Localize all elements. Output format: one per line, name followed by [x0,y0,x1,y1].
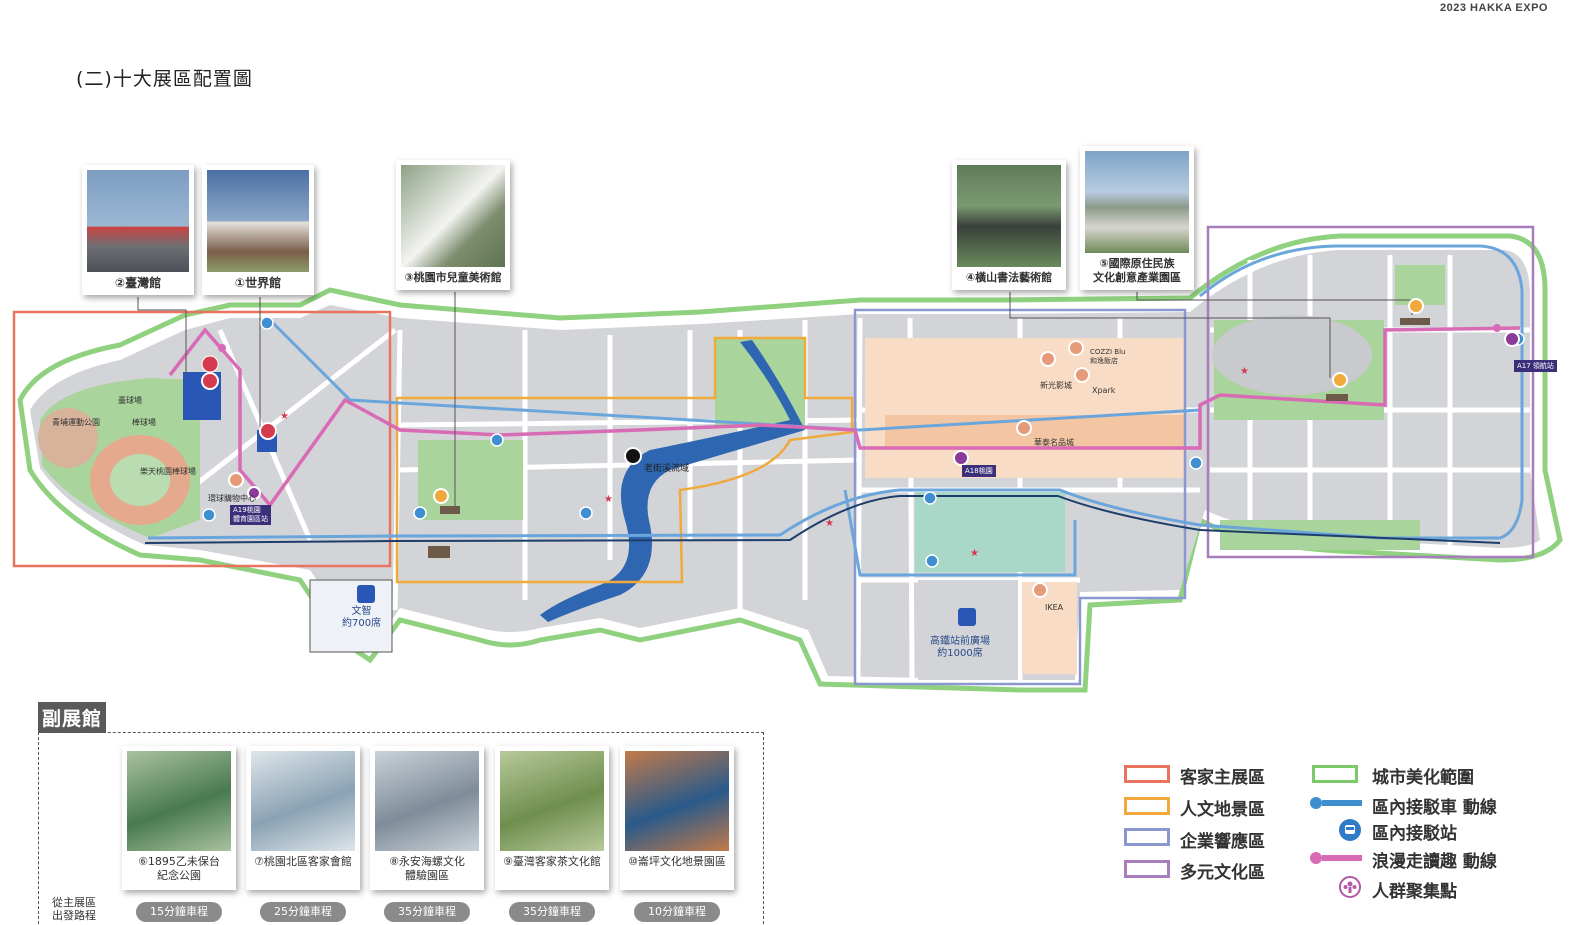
depart-label: 從主展區 出發路程 [52,896,96,922]
travel-time-9: 35分鐘車程 [509,902,595,922]
legend-label-shuttle: 區內接駁車 動線 [1372,798,1497,818]
sports-park-label: 青埔運動公園 [52,418,100,427]
zone-hakka-main [12,310,392,568]
bus-station-icon [1339,819,1361,841]
hsr-parking-label: 高鐵站前廣場 約1000席 [930,636,990,659]
page-title: (二)十大展區配置圖 [76,68,253,90]
sub-card-9: ⑨臺灣客家茶文化館 [495,746,609,890]
youth-center-label: 環球購物中心 [208,494,256,503]
shuttle-route [147,244,1524,577]
crowd-gathering-icon [1339,876,1361,898]
ikea-label: IKEA [1045,603,1064,612]
legend-swatch-humanity [1124,797,1170,815]
sub-card-10-caption: ⑩崙坪文化地景園區 [628,855,726,868]
brand-label: 2023 HAKKA EXPO [1440,2,1548,14]
legend-romantic-line-icon [1310,852,1362,864]
legend-label-enterprise: 企業響應區 [1180,832,1265,852]
sub-card-10: ⑩崙坪文化地景園區 [620,746,734,890]
old-street-river-label: 老街溪流域 [644,464,690,474]
hsr-plaza [915,492,1065,572]
legend-swatch-hakka-main [1124,765,1170,783]
svg-text:★: ★ [970,548,979,559]
cozzi-label: COZZI Blu 和逸飯店 [1090,348,1126,365]
indigenous-park-image [1085,151,1189,253]
romantic-dots [218,324,1501,352]
legend-swatch-diverse [1124,860,1170,878]
park-block [418,440,523,520]
parking-hsr-icon [958,608,976,626]
parking-wenzhi [309,579,393,653]
photo-card-childrens-art-museum: ③桃園市兒童美術館 [396,160,510,290]
xpark-label: Xpark [1092,386,1116,395]
sports-field [38,408,98,468]
svg-text:★: ★ [825,518,834,529]
parking-wenzhi-icon [357,585,375,603]
ballpark-label: 樂天桃園棒球場 [140,467,196,476]
travel-time-7: 25分鐘車程 [260,902,346,922]
svg-text:★: ★ [604,494,613,505]
a19-station-label: A19桃園 體育園區站 [230,505,271,525]
sub-card-7-image [251,751,355,851]
sub-exhibition-box [38,732,764,924]
legend-label-hakka-main: 客家主展區 [1180,768,1265,788]
legend-label-diverse: 多元文化區 [1180,863,1265,883]
svg-text:★: ★ [1240,366,1249,377]
travel-time-6: 15分鐘車程 [136,902,222,922]
taiwan-pavilion-caption: ②臺灣館 [114,276,162,290]
sub-card-7-caption: ⑦桃園北區客家會館 [254,855,352,868]
map-pins [201,298,1520,598]
star-markers: ★ ★ ★ ★ ★ [280,366,1249,559]
enterprise-tan-zone [865,338,1185,478]
sub-card-8-caption: ⑧永安海螺文化 體驗園區 [389,855,465,882]
leader-lines [137,292,1413,510]
svg-text:★: ★ [280,411,289,422]
legend-shuttle-line-icon [1310,797,1362,809]
parking-hsr [918,580,1018,680]
huatai-label: 華泰名品城 [1034,438,1074,447]
calligraphy-museum-image [957,165,1061,267]
sub-card-6: ⑥1895乙未保台 紀念公園 [122,746,236,890]
legend-label-humanity: 人文地景區 [1180,800,1265,820]
legend-swatch-beautify [1312,765,1358,783]
sub-card-8-image [375,751,479,851]
sub-card-9-image [500,751,604,851]
legend-label-romantic: 浪漫走讀趣 動線 [1372,852,1497,872]
world-pavilion-image [207,170,309,272]
travel-time-10: 10分鐘車程 [634,902,720,922]
wenzhi-parking-label: 文智 約700席 [342,606,382,629]
sub-card-10-image [625,751,729,851]
childrens-art-museum-caption: ③桃園市兒童美術館 [404,271,502,284]
zone-humanity [395,336,854,584]
sub-card-6-caption: ⑥1895乙未保台 紀念公園 [138,855,220,882]
shinkong-label: 新光影城 [1040,381,1072,390]
photo-card-calligraphy-museum: ④橫山書法藝術館 [952,160,1066,290]
photo-card-indigenous-park: ⑤國際原住民族 文化創意產業園區 [1080,146,1194,290]
legend-label-station: 區內接駁站 [1372,824,1457,844]
sub-card-7: ⑦桃園北區客家會館 [246,746,360,890]
legend-label-beautify: 城市美化範圍 [1372,768,1474,788]
indigenous-park-caption: ⑤國際原住民族 文化創意產業園區 [1093,257,1181,284]
photo-card-taiwan-pavilion: ②臺灣館 [82,165,194,295]
sub-exhibition-title: 副展館 [38,702,107,733]
legend-swatch-enterprise [1124,828,1170,846]
sub-card-6-image [127,751,231,851]
childrens-art-museum-image [401,165,505,267]
softball-label: 壘球場 [118,396,142,405]
baseball-label: 棒球場 [132,418,156,427]
taiwan-pavilion-image [87,170,189,272]
calligraphy-museum-caption: ④橫山書法藝術館 [965,271,1053,284]
zone-diverse [1206,225,1535,559]
travel-time-8: 35分鐘車程 [384,902,470,922]
a18-station-label: A18桃園 [962,465,996,477]
legend-label-crowd: 人群聚集點 [1372,882,1457,902]
romantic-route [168,326,1521,508]
sub-card-9-caption: ⑨臺灣客家茶文化館 [503,855,601,868]
sub-card-8: ⑧永安海螺文化 體驗園區 [370,746,484,890]
shuttle-stops [202,316,1525,568]
zone-enterprise [853,308,1187,686]
world-pavilion-caption: ①世界館 [234,276,282,290]
a17-station-label: A17 領航站 [1514,360,1557,372]
photo-card-world-pavilion: ①世界館 [202,165,314,295]
